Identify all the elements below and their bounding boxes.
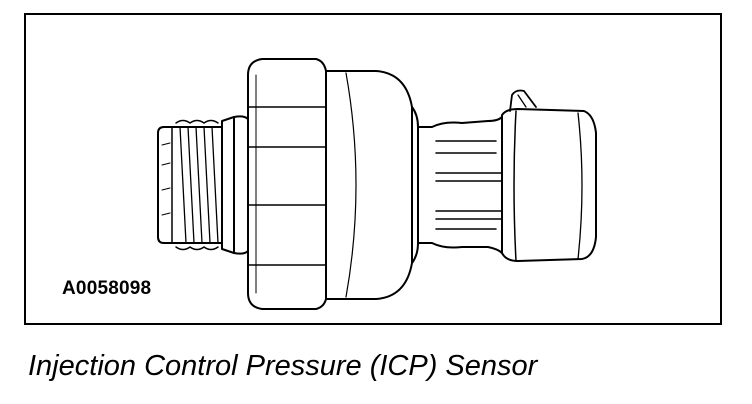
sealing-washer (221, 115, 249, 255)
connector-neck (417, 116, 503, 254)
icp-sensor-drawing (157, 58, 597, 310)
threaded-stud (157, 119, 223, 251)
sensor-body (325, 70, 419, 300)
figure-frame: A0058098 (24, 13, 722, 325)
figure-caption: Injection Control Pressure (ICP) Sensor (28, 350, 538, 382)
electrical-connector (501, 89, 597, 262)
figure-id: A0058098 (62, 278, 152, 299)
hex-nut (247, 58, 327, 310)
